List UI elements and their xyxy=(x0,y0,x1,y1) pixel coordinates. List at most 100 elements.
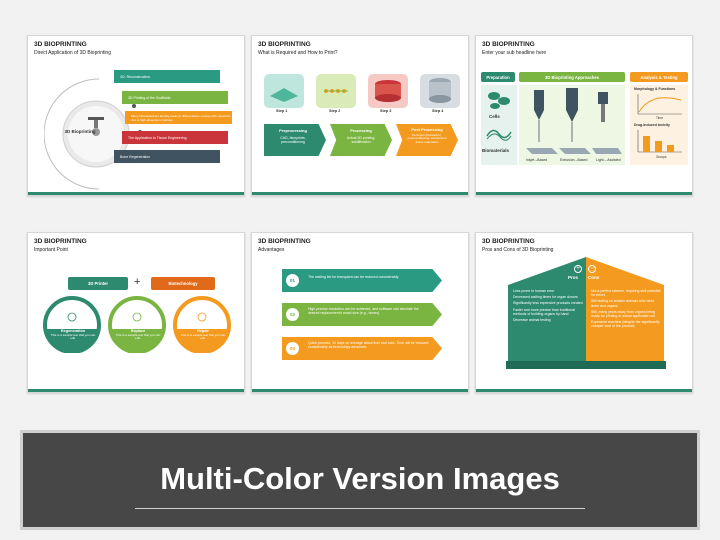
slide-thumbnail-1[interactable]: 3D BIOPRINTING Direct Application of 3D … xyxy=(27,35,245,196)
preparation-panel xyxy=(481,85,517,165)
cons-label: Cons xyxy=(588,275,600,280)
plus-sign: + xyxy=(134,276,141,288)
application-bar-3: Many bioresearchers identify areas of di… xyxy=(125,111,232,124)
chip-biotechnology: Biotechnology xyxy=(151,277,215,290)
phase-processing: Processing Actual 3D printing, solidific… xyxy=(330,124,392,156)
analysis-label-1: Morphology & Functions xyxy=(634,87,676,91)
slide-title: 3D BIOPRINTING xyxy=(34,41,87,48)
application-bar-1: 4D- Reconstruction xyxy=(114,70,220,83)
pros-item: Less prone to human error xyxy=(513,289,555,293)
step-label-1: Step 1 xyxy=(276,109,288,113)
slide-subtitle: Enter your sub headline here xyxy=(482,50,547,56)
circle-name: Repair xyxy=(197,329,209,333)
circle-repair: Repair This is a sample text that you ca… xyxy=(178,329,228,341)
step-label-3: Step 3 xyxy=(380,109,392,113)
pros-panel: Less prone to human error Decreased wait… xyxy=(508,285,586,361)
groups-bar-chart xyxy=(637,130,682,153)
step-label-2: Step 2 xyxy=(329,109,341,113)
slide-thumbnail-6[interactable]: 3D BIOPRINTING Pros and Cons of 3D Biopr… xyxy=(475,232,693,393)
slide-title: 3D BIOPRINTING xyxy=(482,238,535,245)
chip-3d-printer: 3D Printer xyxy=(68,277,128,290)
step-label-4: Step 4 xyxy=(432,109,444,113)
cells-label: Cells xyxy=(489,114,500,119)
cons-item: Still, many years away from organs being… xyxy=(591,309,656,318)
phase-desc: Perfusion (bioreactor), postconditioning… xyxy=(407,132,447,144)
phase-desc: Actual 3D printing, solidification xyxy=(346,135,376,144)
application-bar-2: 3D Printing of the Scaffolds xyxy=(122,91,228,104)
slide-subtitle: What is Required and How to Print? xyxy=(258,50,338,56)
circle-desc: This is a sample text that you can edit. xyxy=(180,332,226,341)
biomaterials-label: Biomaterials xyxy=(482,148,510,153)
slide-subtitle: Pros and Cons of 3D Bioprinting xyxy=(482,247,554,253)
cons-item: Still testing on smaller animals who nee… xyxy=(591,299,655,308)
phase-name: Post Processing xyxy=(411,127,443,132)
bioprinter-icon xyxy=(88,117,104,136)
slide-title: 3D BIOPRINTING xyxy=(258,238,311,245)
slide-thumbnail-3[interactable]: 3D BIOPRINTING Enter your sub headline h… xyxy=(475,35,693,196)
phase-preprocessing: Preprocessing CAD, blueprints, precondit… xyxy=(264,124,326,156)
slide-title: 3D BIOPRINTING xyxy=(482,41,535,48)
advantage-text: Quick process, 10 days on average about … xyxy=(308,341,429,350)
pros-item: Faster and more precise than traditional… xyxy=(513,307,575,316)
advantage-item-3: Quick process, 10 days on average about … xyxy=(282,337,442,360)
house-roof xyxy=(508,257,664,285)
slide-subtitle: Direct Application of 3D Bioprinting xyxy=(34,50,111,56)
minus-icon: − xyxy=(588,265,596,273)
slide-thumbnail-2[interactable]: 3D BIOPRINTING What is Required and How … xyxy=(251,35,469,196)
circle-replace: Replace This is a sample text that you c… xyxy=(113,329,163,341)
slide-footer xyxy=(252,192,468,195)
method-label-1: Inkjet –Based xyxy=(526,158,548,162)
advantage-item-1: The waiting list for transplant can be r… xyxy=(282,269,442,292)
method-label-3: Light – Assisted xyxy=(596,158,621,162)
slide-footer xyxy=(28,389,244,392)
banner-title: Multi-Color Version Images xyxy=(160,461,560,496)
phase-name: Preprocessing xyxy=(279,128,307,133)
advantage-item-2: High-precise resolution can be achieved,… xyxy=(282,303,442,326)
header-analysis: Analysis & Testing xyxy=(630,72,688,82)
slide-subtitle: Important Point xyxy=(34,247,68,253)
center-label: 3D Bioprinting xyxy=(64,129,96,134)
pros-item: Decreased waiting times for organ donors xyxy=(513,295,578,300)
cons-item: Not a perfect science, requiring skill p… xyxy=(591,289,661,298)
cons-panel: Not a perfect science, requiring skill p… xyxy=(586,285,664,361)
slide-footer xyxy=(252,389,468,392)
house-base xyxy=(506,361,666,369)
application-bar-5: Bone Regeneration xyxy=(114,150,220,163)
printer-nozzles-graphic xyxy=(526,88,622,154)
circle-name: Replace xyxy=(130,329,146,333)
phase-name: Processing xyxy=(350,128,372,133)
slide-thumbnail-5[interactable]: 3D BIOPRINTING Advantages The waiting li… xyxy=(251,232,469,393)
slide-subtitle: Advantages xyxy=(258,247,285,253)
venn-circles xyxy=(43,296,231,353)
header-preparation: Preparation xyxy=(481,72,515,82)
biomaterials-icon xyxy=(486,129,512,141)
phase-post-processing: Post Processing Perfusion (bioreactor), … xyxy=(396,124,458,156)
slide-footer xyxy=(28,192,244,195)
slide-thumbnail-4[interactable]: 3D BIOPRINTING Important Point 3D Printe… xyxy=(27,232,245,393)
cells-icon xyxy=(488,92,510,109)
circle-regeneration: Regeneration This is a sample text that … xyxy=(48,329,98,341)
slide-title: 3D BIOPRINTING xyxy=(258,41,311,48)
circle-desc: This is a sample text that you can edit. xyxy=(50,332,96,341)
pros-item: Significantly less expensive products cr… xyxy=(513,301,583,306)
advantage-text: The waiting list for transplant can be r… xyxy=(308,275,399,279)
advantage-text: High-precise resolution can be achieved,… xyxy=(308,307,419,316)
advantage-number: 01 xyxy=(286,274,299,287)
slide-title: 3D BIOPRINTING xyxy=(34,238,87,245)
analysis-label-2: Time xyxy=(656,116,663,120)
slide-footer xyxy=(476,192,692,195)
circle-name: Regeneration xyxy=(60,329,86,333)
analysis-label-3: Drug-Induced toxicity xyxy=(634,123,670,127)
pros-item: Decrease animal testing xyxy=(513,317,551,322)
phase-desc: CAD, blueprints, preconditioning xyxy=(280,135,306,144)
slide-footer xyxy=(476,389,692,392)
cons-item: Expensive machine (despite the significa… xyxy=(591,320,660,329)
plus-icon: + xyxy=(574,265,582,273)
advantage-number: 03 xyxy=(286,342,299,355)
banner-underline xyxy=(135,508,585,509)
pros-label: Pros xyxy=(568,275,579,280)
header-approaches: 3D Bioprinting Approaches xyxy=(519,72,625,82)
title-banner: Multi-Color Version Images xyxy=(20,430,700,530)
advantage-number: 02 xyxy=(286,308,299,321)
print-steps-graphic xyxy=(264,74,460,108)
